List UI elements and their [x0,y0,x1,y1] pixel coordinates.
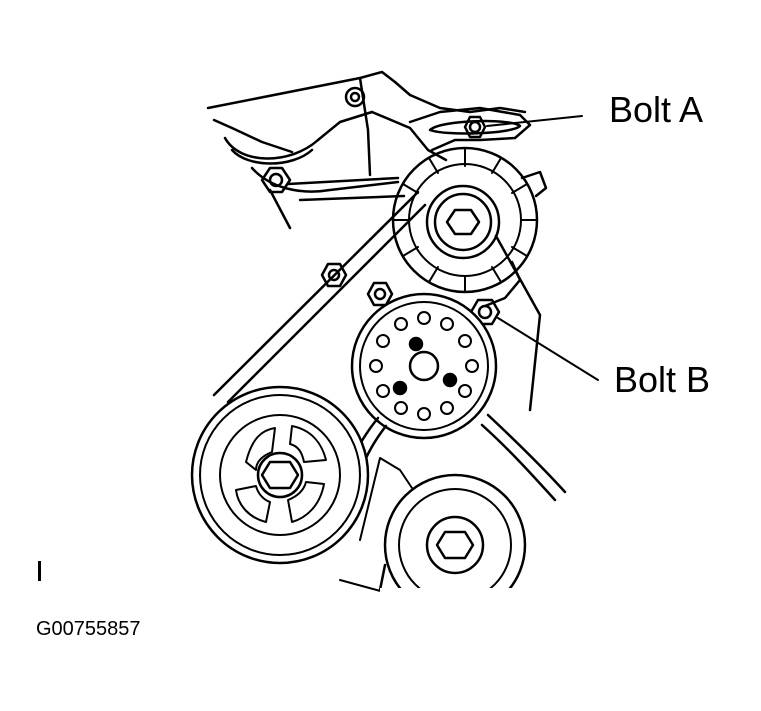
water-pump-pulley [350,292,498,440]
front-bolt-middle [366,281,394,307]
bracket-bolt [260,166,292,194]
figure-id: G00755857 [36,618,141,640]
bolt-b-label: Bolt B [614,359,711,400]
bolt-a-label: Bolt A [609,89,704,130]
alternator-pulley [425,184,501,260]
front-bolt-left [320,262,348,288]
drive-belt [212,190,567,502]
margin-tick-mark [38,561,41,581]
upper-block-bolt [344,86,366,108]
bolt-b-leader-line [497,317,599,381]
bolt-a-leader-line [486,115,583,127]
bolt-a [463,115,487,139]
adjuster-bracket [408,106,532,152]
crankshaft-pulley [190,385,370,565]
